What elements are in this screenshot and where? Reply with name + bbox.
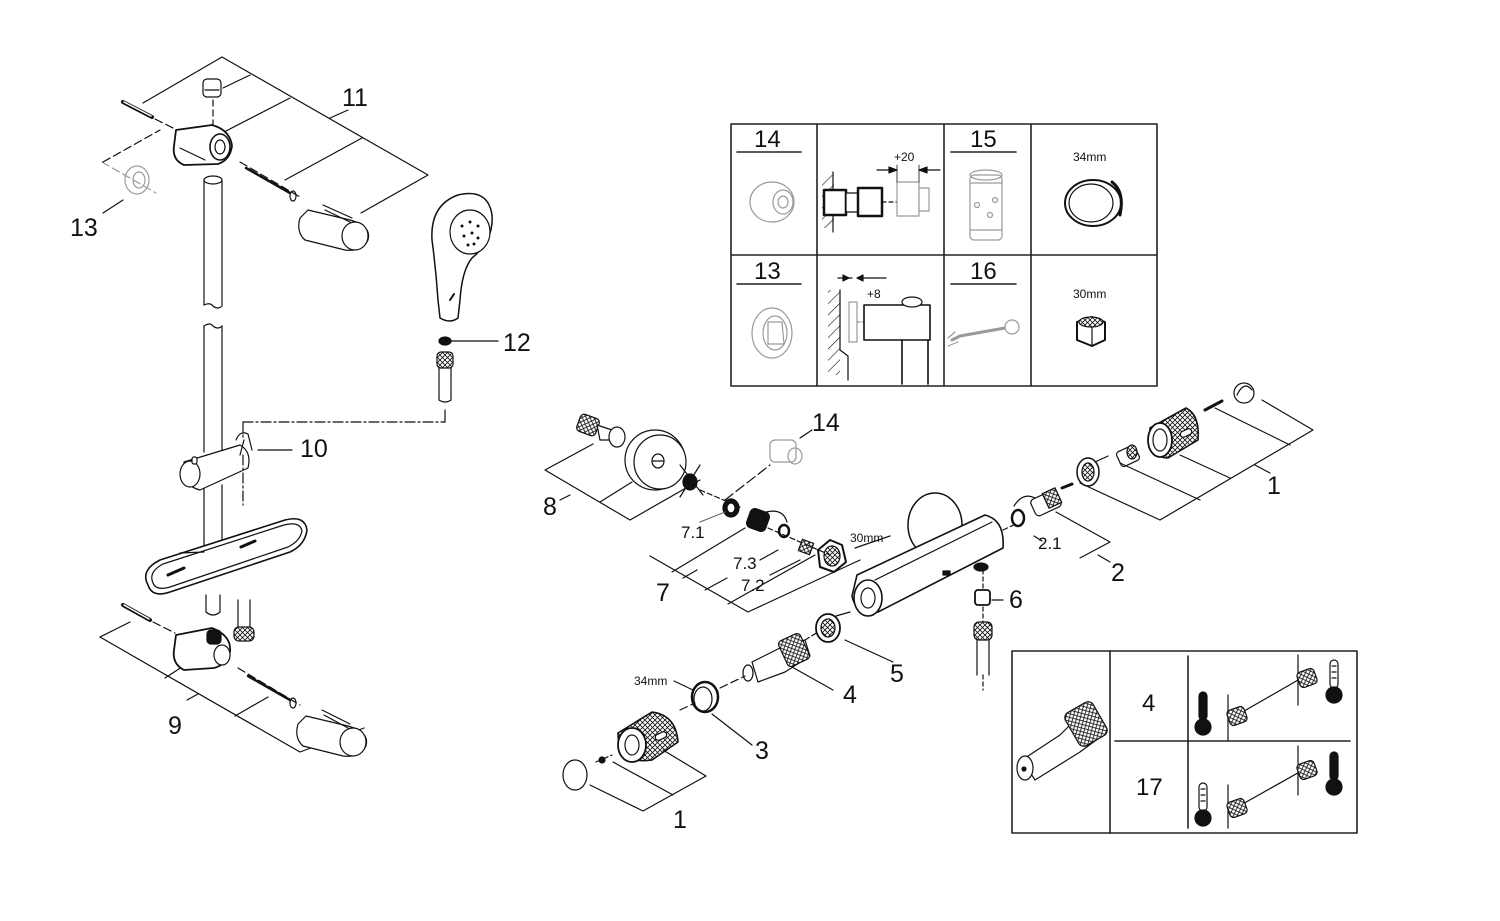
thermometer-cold-icon xyxy=(1194,691,1212,736)
part-1-screw-cap-right xyxy=(1203,382,1255,412)
part-5-nut xyxy=(815,611,894,663)
part-1-handle-left xyxy=(617,711,679,763)
accessory-note-30mm: 30mm xyxy=(1073,287,1107,301)
part-7-3-o-ring xyxy=(777,523,791,539)
mixer-assembly xyxy=(544,382,1314,812)
part-7-leader-frame xyxy=(649,527,861,613)
callout-7-3: 7.3 xyxy=(733,554,757,573)
part-7-seal-washer xyxy=(679,464,704,498)
part-7-1-washer xyxy=(722,498,740,518)
part-1-leader-frame-right xyxy=(1079,399,1314,521)
part-1-adapter xyxy=(1076,455,1109,487)
callout-13: 13 xyxy=(70,214,98,242)
accessory-part-15: 15 xyxy=(970,126,997,153)
cartridge-detail-icon xyxy=(1016,701,1108,781)
part-7-check-valve xyxy=(745,507,788,533)
part-4-thermostat-cartridge xyxy=(742,632,834,691)
shower-rail-upper xyxy=(203,175,223,309)
orientation-row-17-icon xyxy=(1194,745,1343,829)
part-10-slider xyxy=(179,432,253,491)
union-nut-30mm xyxy=(817,539,847,573)
shelf-tray xyxy=(144,517,308,595)
part-3-ring-34mm xyxy=(673,680,753,746)
callout-10: 10 xyxy=(300,435,328,463)
callout-14: 14 xyxy=(812,409,840,437)
spacer-ring-icon xyxy=(751,307,793,359)
callout-12: 12 xyxy=(503,329,531,357)
extension-piece-icon xyxy=(749,181,795,223)
extension-install-icon xyxy=(822,164,941,233)
callout-11: 11 xyxy=(342,84,368,112)
dimension-34mm: 34mm xyxy=(634,674,668,688)
part-1-screw-cap-left xyxy=(562,754,613,791)
accessory-note-34mm: 34mm xyxy=(1073,150,1107,164)
upper-cover-cap xyxy=(298,204,370,251)
cartridge-row-4-part: 4 xyxy=(1142,690,1156,717)
screw-top xyxy=(244,166,297,202)
thermometer-hot-icon xyxy=(1325,659,1343,704)
part-1-spindle xyxy=(1115,444,1141,468)
screw-bottom xyxy=(246,674,297,709)
callout-8: 8 xyxy=(543,493,557,521)
part-14-ghost-extension xyxy=(769,439,803,465)
callout-7: 7 xyxy=(656,579,670,607)
callout-2: 2 xyxy=(1111,559,1125,587)
shower-rail-assembly xyxy=(99,56,446,757)
callout-3: 3 xyxy=(755,737,769,765)
lower-wall-bracket xyxy=(172,627,232,671)
thermostat-mixer-body xyxy=(851,492,1004,617)
callout-5: 5 xyxy=(890,660,904,688)
part-1-handle-right xyxy=(1147,407,1200,459)
extension-sleeve-icon xyxy=(969,169,1003,241)
part-13-ghost-ring xyxy=(101,161,157,195)
callout-6: 6 xyxy=(1009,586,1023,614)
spacer-install-icon xyxy=(828,274,931,385)
part-11-leader-frame xyxy=(142,56,429,214)
hose-end-lower xyxy=(233,599,255,642)
callout-7-1: 7.1 xyxy=(681,523,705,542)
part-2-leader-frame xyxy=(1033,511,1111,563)
callout-4: 4 xyxy=(843,681,857,709)
part-8-escutcheon xyxy=(624,429,687,491)
part-8-s-union xyxy=(576,413,626,448)
part-6-diverter-nipple xyxy=(973,569,1004,691)
callout-7-2: 7.2 xyxy=(741,576,765,595)
nut-30mm-icon xyxy=(1076,316,1106,347)
thermometer-cold-icon xyxy=(1325,751,1343,796)
upper-wall-bracket xyxy=(172,124,233,166)
accessory-note-plus-20: +20 xyxy=(894,150,915,164)
accessory-part-14: 14 xyxy=(754,126,781,153)
part-1-leader-frame-left xyxy=(589,749,707,812)
accessory-part-13: 13 xyxy=(754,258,781,285)
callout-1-bottom: 1 xyxy=(673,806,687,834)
accessory-note-plus-8: +8 xyxy=(867,287,881,301)
part-8-leader-frame xyxy=(544,443,701,521)
wall-plug-bottom xyxy=(121,603,152,622)
wrench-icon xyxy=(947,319,1020,347)
cartridge-row-17-part: 17 xyxy=(1136,774,1163,801)
orientation-row-4-icon xyxy=(1194,654,1343,741)
rail-top-cap xyxy=(202,78,222,98)
accessory-part-16: 16 xyxy=(970,258,997,285)
callout-2-1: 2.1 xyxy=(1038,534,1062,553)
dimension-30mm: 30mm xyxy=(850,531,884,545)
ring-34mm-icon xyxy=(1064,179,1123,227)
callout-9: 9 xyxy=(168,712,182,740)
lower-cover-cap xyxy=(296,709,368,757)
thermometer-hot-icon xyxy=(1194,782,1212,827)
part-2-thermo-element xyxy=(1030,482,1074,517)
wall-plug-top xyxy=(121,100,154,119)
part-12-hand-shower xyxy=(431,192,499,403)
shower-rail-lower xyxy=(203,323,223,616)
callout-1-right: 1 xyxy=(1267,472,1281,500)
